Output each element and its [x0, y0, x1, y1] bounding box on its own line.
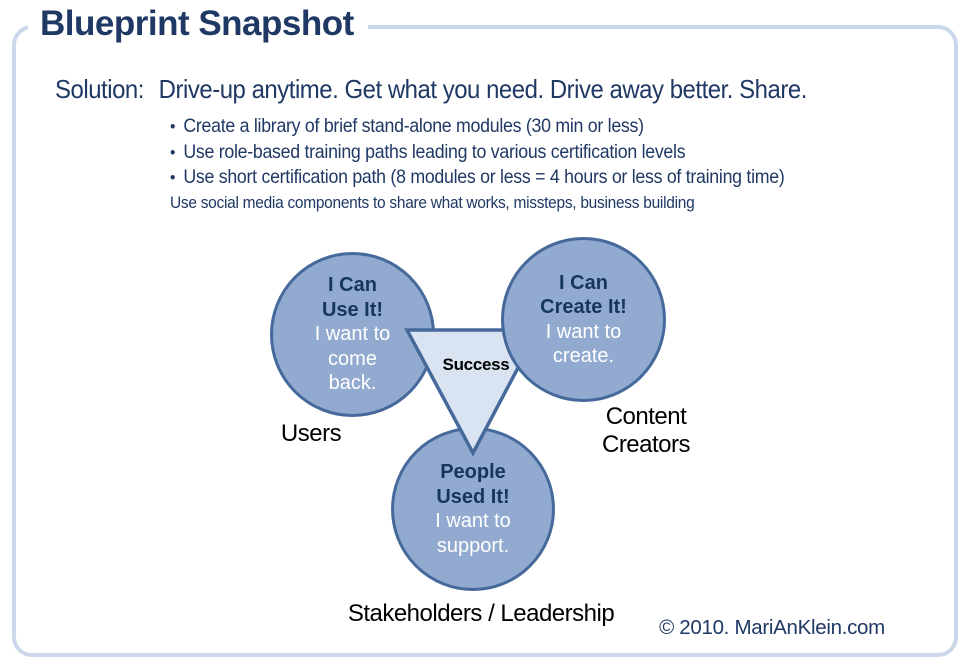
bullet-text: Use short certification path (8 modules …	[183, 166, 785, 188]
circle-stakeholders: People Used It! I want to support.	[391, 427, 555, 591]
bullet-icon: •	[170, 142, 176, 162]
bullet-icon: •	[170, 117, 176, 136]
circle-content-creators-title: I Can Create It!	[540, 271, 627, 319]
bullet-icon: Use social media components to share wha…	[170, 192, 695, 212]
bullet-item: • Create a library of brief stand-alone …	[170, 114, 785, 140]
circle-stakeholders-title: People Used It!	[436, 461, 510, 508]
solution-bullet-list: • Create a library of brief stand-alone …	[170, 114, 785, 215]
circle-users-subtitle: I want to come back.	[314, 323, 391, 395]
solution-headline: Drive-up anytime. Get what you need. Dri…	[158, 74, 808, 104]
bullet-icon: •	[170, 168, 176, 187]
bullet-item: • Use role-based training paths leading …	[170, 140, 785, 166]
circle-content-creators: I Can Create It! I want to create.	[501, 237, 666, 402]
solution-row: Solution: Drive-up anytime. Get what you…	[55, 74, 807, 105]
success-triangle	[404, 328, 541, 457]
success-label: Success	[442, 355, 510, 374]
solution-label: Solution:	[55, 74, 144, 104]
circle-users-title: I Can Use It!	[321, 274, 384, 321]
page-title: Blueprint Snapshot	[28, 0, 368, 50]
bullet-text: Use role-based training paths leading to…	[183, 140, 686, 163]
circle-stakeholders-subtitle: I want to support.	[435, 510, 511, 557]
label-content-creators: Content Creators	[601, 403, 691, 458]
content-frame-border	[12, 25, 958, 657]
bullet-text: Create a library of brief stand-alone mo…	[183, 115, 644, 137]
circle-content-creators-subtitle: I want to create.	[545, 320, 622, 368]
bullet-item: • Use short certification path (8 module…	[170, 165, 785, 191]
copyright-text: © 2010. MariAnKlein.com	[659, 616, 885, 639]
bullet-item: Use social media components to share wha…	[170, 191, 785, 216]
label-users: Users	[280, 420, 342, 447]
label-stakeholders-leadership: Stakeholders / Leadership	[347, 600, 615, 627]
